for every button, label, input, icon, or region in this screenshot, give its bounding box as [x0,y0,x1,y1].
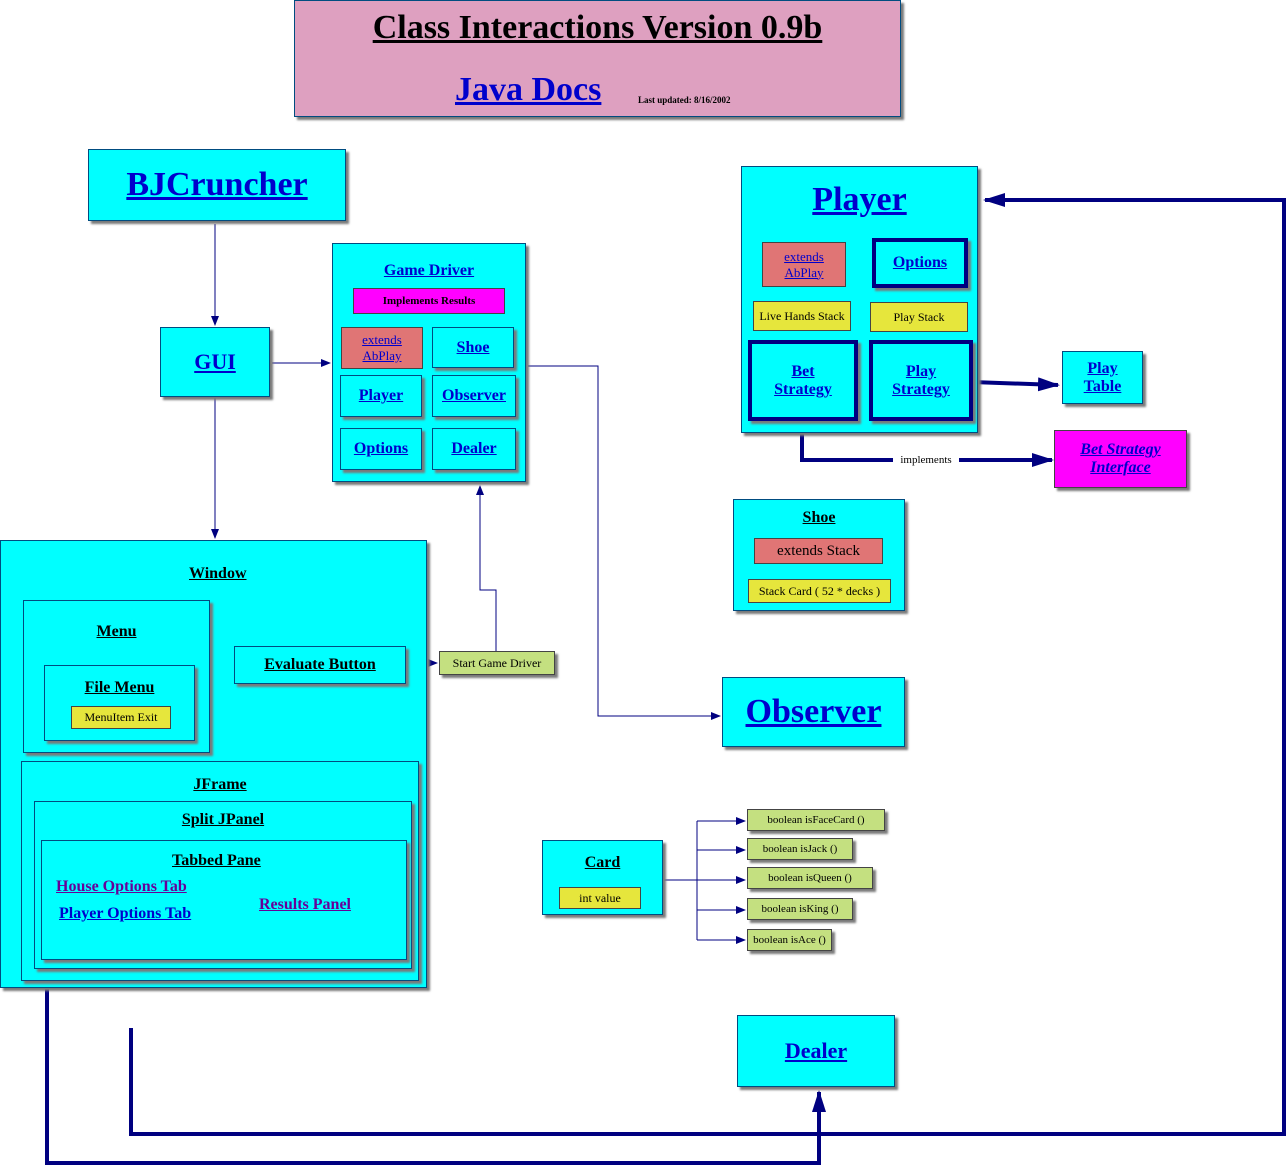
arrow-house-options-dealer [45,887,826,1165]
play-stack: Play Stack [870,302,968,332]
implements-results: Implements Results [353,288,505,314]
results-panel[interactable]: Results Panel [259,896,351,913]
play-strategy-link-2[interactable]: Strategy [892,380,950,398]
dealer-link[interactable]: Dealer [784,1038,848,1063]
player-title-link[interactable]: Player [812,181,907,218]
gd-extends-link[interactable]: extends [362,332,402,347]
bet-strategy-link-2[interactable]: Strategy [774,380,832,398]
menu-title: Menu [96,623,137,640]
arrow-player-options-player [129,193,1286,1136]
file-menu-box: File Menu MenuItem Exit [44,665,195,741]
title-box: Class Interactions Version 0.9b Java Doc… [294,0,901,117]
split-jpanel-title: Split JPanel [181,811,265,828]
card-title: Card [584,854,621,871]
player-extends-link[interactable]: extends [784,248,824,264]
split-jpanel-box: Split JPanel Tabbed Pane House Options T… [34,801,412,969]
observer-link[interactable]: Observer [745,693,882,730]
tabbed-pane-title: Tabbed Pane [172,852,261,869]
game-driver-link[interactable]: Game Driver [383,262,475,279]
method-is-ace: boolean isAce () [747,929,832,951]
player-abplay-link[interactable]: AbPlay [784,264,824,280]
live-hands-stack: Live Hands Stack [753,301,851,331]
gd-shoe-link[interactable]: Shoe [456,338,490,356]
bjcruncher-box: BJCruncher [88,149,346,221]
play-table-link-1[interactable]: Play [1087,359,1118,377]
dealer-box: Dealer [737,1015,895,1087]
method-is-jack: boolean isJack () [747,838,853,860]
card-int-value: int value [559,887,641,909]
player-options-tab[interactable]: Player Options Tab [59,905,192,922]
bet-strategy-interface-link-2[interactable]: Interface [1090,459,1151,476]
gd-observer-box: Observer [432,375,516,417]
java-docs-link[interactable]: Java Docs [455,71,602,108]
menu-box: Menu File Menu MenuItem Exit [23,600,210,753]
bjcruncher-link[interactable]: BJCruncher [126,166,308,203]
gd-player-link[interactable]: Player [358,387,404,404]
arrow-gamedriver-observer [528,365,721,720]
evaluate-button-label: Evaluate Button [264,656,376,673]
stack-card: Stack Card ( 52 * decks ) [748,579,891,603]
shoe-title: Shoe [802,509,836,526]
gd-options-link[interactable]: Options [353,440,409,457]
arrow-betstrategy-interface [800,424,1054,467]
page-title: Class Interactions Version 0.9b [372,9,823,46]
method-is-face-card: boolean isFaceCard () [747,809,885,831]
bet-strategy-interface-link-1[interactable]: Bet Strategy [1080,441,1161,458]
house-options-tab[interactable]: House Options Tab [56,878,187,895]
last-updated: Last updated: 8/16/2002 [638,95,731,105]
gd-shoe-box: Shoe [432,327,514,368]
start-game-driver: Start Game Driver [439,651,555,675]
player-options-link[interactable]: Options [892,254,948,271]
shoe-box: Shoe extends Stack Stack Card ( 52 * dec… [733,499,905,611]
window-box: Window Menu File Menu MenuItem Exit Eval… [0,540,427,988]
card-box: Card int value [542,840,663,915]
arrow-playstrategy-playtable [971,377,1060,392]
bet-strategy-link-1[interactable]: Bet [791,362,815,380]
gui-box: GUI [160,327,270,397]
evaluate-button-box: Evaluate Button [234,646,406,684]
arrow-start-gamedriver [476,485,497,651]
play-strategy-link-1[interactable]: Play [905,362,937,380]
bet-strategy-box: Bet Strategy [748,340,858,421]
observer-box: Observer [722,677,905,747]
file-menu-title: File Menu [84,679,155,696]
extends-stack: extends Stack [754,538,883,564]
game-driver-box: Game Driver Implements Results extends A… [332,243,526,482]
play-strategy-box: Play Strategy [869,340,973,421]
bet-strategy-interface-box: Bet Strategy Interface [1054,430,1187,488]
play-table-link-2[interactable]: Table [1083,377,1122,395]
gd-dealer-box: Dealer [432,428,516,470]
menu-item-exit: MenuItem Exit [71,706,171,729]
gd-dealer-link[interactable]: Dealer [451,440,497,457]
window-title: Window [189,565,247,582]
tabbed-pane-box: Tabbed Pane House Options Tab Player Opt… [41,840,407,960]
method-is-king: boolean isKing () [747,898,853,920]
gd-observer-link[interactable]: Observer [442,387,506,404]
gd-abplay-link[interactable]: AbPlay [362,348,402,363]
play-table-box: Play Table [1062,351,1143,404]
gd-options-box: Options [340,428,422,470]
implements-label: implements [900,454,952,466]
method-is-queen: boolean isQueen () [747,867,873,889]
player-extends-abplay: extends AbPlay [762,242,846,287]
player-options-box: Options [872,238,968,288]
player-box: Player extends AbPlay Options Live Hands… [741,166,978,433]
jframe-title: JFrame [193,776,247,793]
jframe-box: JFrame Split JPanel Tabbed Pane House Op… [21,761,419,981]
gui-link[interactable]: GUI [194,349,236,374]
gd-extends-abplay: extends AbPlay [341,327,423,369]
gd-player-box: Player [340,375,422,417]
